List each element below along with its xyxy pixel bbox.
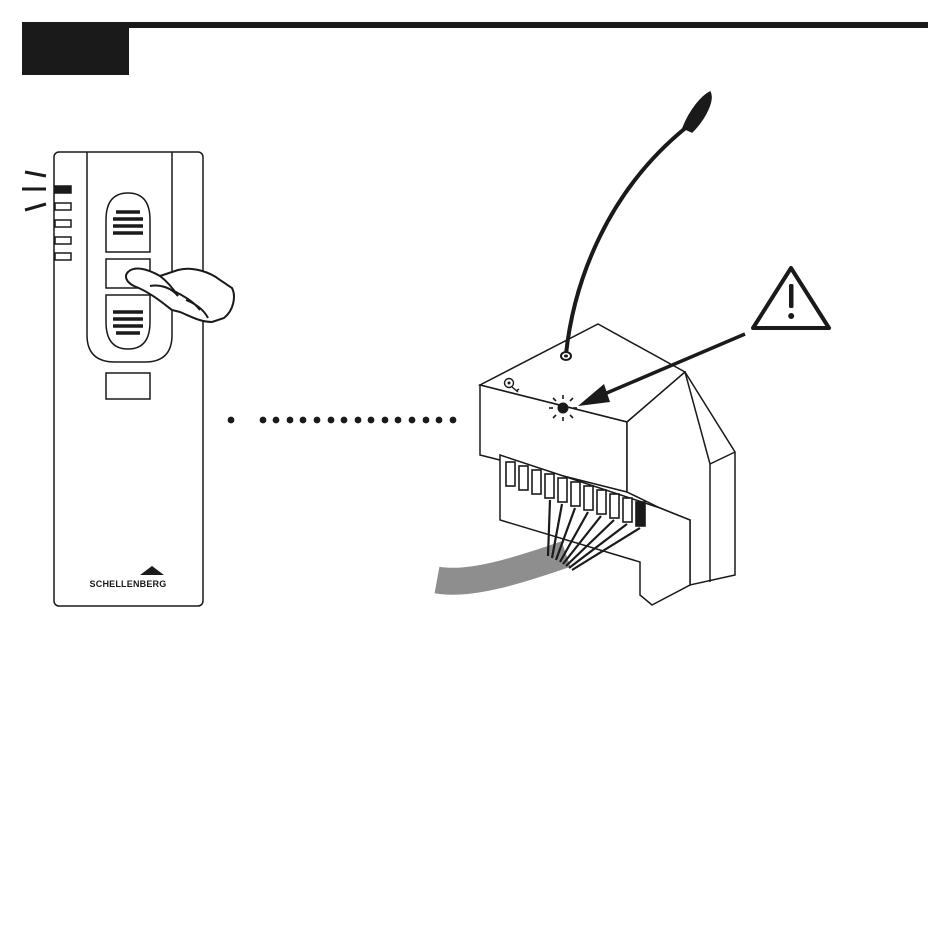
header-rule: [22, 22, 928, 28]
channel-indicator-1: [55, 186, 71, 193]
channel-select-button[interactable]: [106, 373, 150, 399]
up-button[interactable]: [106, 193, 150, 252]
antenna: [561, 92, 711, 360]
receiver-unit: [437, 92, 735, 605]
header-block: [22, 25, 129, 75]
cable: [437, 554, 566, 581]
down-button[interactable]: [106, 295, 150, 349]
radio-signal-dots: [228, 417, 457, 424]
header-bar: [22, 22, 928, 75]
remote-control: SCHELLENBERG: [22, 152, 234, 606]
blink-rays: [22, 172, 46, 210]
warning-triangle-icon: [753, 268, 829, 328]
brand-name: SCHELLENBERG: [90, 579, 167, 589]
antenna-tip: [683, 92, 711, 132]
